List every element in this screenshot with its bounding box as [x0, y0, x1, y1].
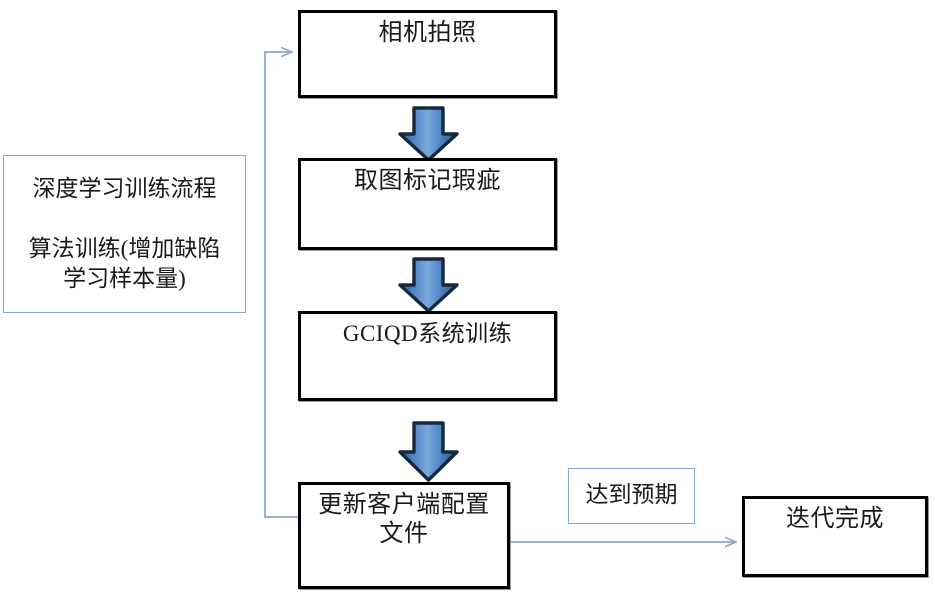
process-box-step-4[interactable]: 更新客户端配置 文件 [298, 482, 510, 589]
process-box-step-2[interactable]: 取图标记瑕疵 [298, 158, 557, 250]
process-box-step-4-label: 更新客户端配置 文件 [318, 492, 490, 548]
process-box-terminal-label: 迭代完成 [786, 506, 884, 532]
block-arrow-step1-step2 [398, 106, 459, 162]
condition-label-text: 达到预期 [585, 482, 678, 507]
feedback-connector [264, 52, 298, 518]
block-arrow-step2-step3 [398, 257, 459, 313]
side-note-line-2: 算法训练(增加缺陷 学习样本量) [28, 236, 221, 291]
side-note-box: 深度学习训练流程 算法训练(增加缺陷 学习样本量) [3, 155, 246, 313]
condition-label-box: 达到预期 [568, 468, 695, 524]
process-box-step-2-label: 取图标记瑕疵 [354, 168, 501, 194]
process-box-terminal[interactable]: 迭代完成 [742, 496, 928, 577]
process-box-step-3[interactable]: GCIQD系统训练 [298, 311, 557, 401]
process-box-step-3-label: GCIQD系统训练 [342, 321, 513, 346]
side-note-line-1: 深度学习训练流程 [32, 176, 217, 201]
process-box-step-1-label: 相机拍照 [378, 20, 477, 46]
block-arrow-step3-step4 [398, 421, 459, 482]
process-box-step-1[interactable]: 相机拍照 [298, 10, 557, 98]
